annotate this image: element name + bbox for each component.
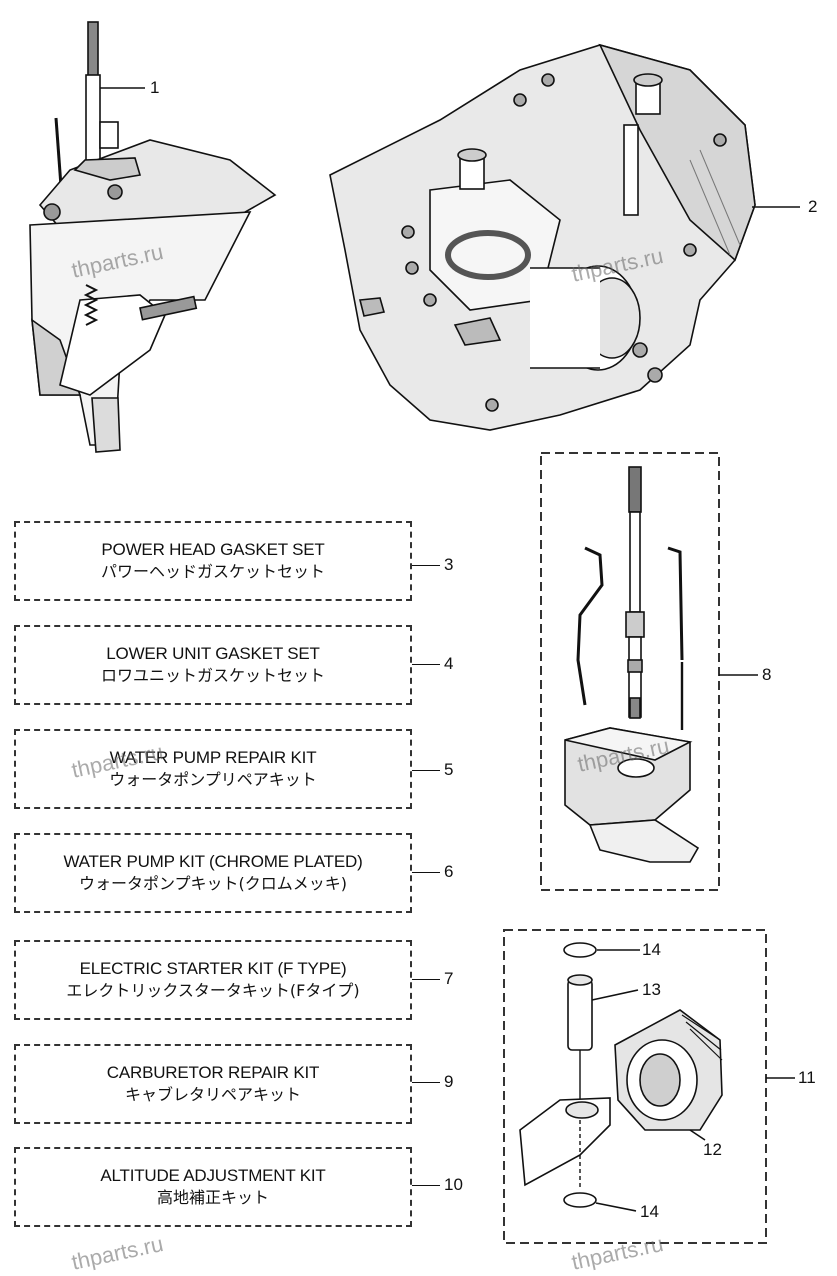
leader-10 (412, 1185, 440, 1186)
callout-9: 9 (444, 1072, 454, 1091)
leader-7 (412, 979, 440, 980)
kit-box-water-pump-repair: WATER PUMP REPAIR KIT ウォータポンプリペアキット (14, 729, 412, 809)
kit-label-en: LOWER UNIT GASKET SET (106, 644, 320, 663)
leader-4 (412, 664, 440, 665)
kit-box-water-pump-chrome: WATER PUMP KIT (CHROME PLATED) ウォータポンプキッ… (14, 833, 412, 913)
kit-label-en: CARBURETOR REPAIR KIT (106, 1063, 320, 1082)
piston-pin (567, 979, 593, 1051)
callout-10: 10 (444, 1175, 463, 1194)
callout-12: 12 (703, 1140, 722, 1159)
callout-14-bottom: 14 (640, 1202, 659, 1221)
callout-11: 11 (798, 1068, 816, 1087)
kit-label-jp: ウォータポンプキット(クロムメッキ) (78, 874, 347, 893)
kit-label-en: POWER HEAD GASKET SET (101, 540, 325, 559)
water-pump-parts-group (540, 452, 720, 891)
kit-label-en: WATER PUMP KIT (CHROME PLATED) (63, 852, 363, 871)
kit-label-jp: ウォータポンプリペアキット (109, 770, 317, 789)
callout-2: 2 (808, 197, 818, 216)
clip-bottom (563, 1192, 597, 1208)
callout-5: 5 (444, 760, 454, 779)
group-11-outline (503, 929, 767, 1244)
kit-label-en: WATER PUMP REPAIR KIT (109, 748, 317, 767)
callout-4: 4 (444, 654, 454, 673)
leader-5 (412, 770, 440, 771)
leader-lines (100, 87, 800, 1212)
leader-9 (412, 1082, 440, 1083)
power-head-illustration (329, 43, 756, 431)
kit-box-electric-starter: ELECTRIC STARTER KIT (F TYPE) エレクトリックスター… (14, 940, 412, 1020)
callout-1: 1 (150, 78, 160, 97)
callout-8: 8 (762, 665, 772, 684)
clip-top (563, 942, 597, 958)
kit-label-en: ALTITUDE ADJUSTMENT KIT (100, 1166, 326, 1185)
callout-7: 7 (444, 969, 454, 988)
kit-box-carburetor-repair: CARBURETOR REPAIR KIT キャブレタリペアキット (14, 1044, 412, 1124)
kit-label-jp: キャブレタリペアキット (124, 1085, 301, 1104)
callout-3: 3 (444, 555, 454, 574)
kit-label-jp: エレクトリックスタータキット(Fタイプ) (66, 981, 360, 1000)
piston-kit-group (503, 929, 767, 1244)
leader-6 (412, 872, 440, 873)
lower-unit-illustration (29, 21, 277, 453)
kit-box-lower-unit-gasket: LOWER UNIT GASKET SET ロワユニットガスケットセット (14, 625, 412, 705)
kit-label-jp: パワーヘッドガスケットセット (100, 562, 325, 581)
kit-label-en: ELECTRIC STARTER KIT (F TYPE) (79, 959, 347, 978)
callout-6: 6 (444, 862, 454, 881)
kit-box-power-head-gasket: POWER HEAD GASKET SET パワーヘッドガスケットセット (14, 521, 412, 601)
group-8-outline (540, 452, 720, 891)
callout-13: 13 (642, 980, 661, 999)
leader-3 (412, 565, 440, 566)
callout-14-top: 14 (642, 940, 661, 959)
kit-box-altitude-adjustment: ALTITUDE ADJUSTMENT KIT 高地補正キット (14, 1147, 412, 1227)
kit-label-jp: 高地補正キット (156, 1188, 269, 1207)
kit-label-jp: ロワユニットガスケットセット (100, 666, 325, 685)
